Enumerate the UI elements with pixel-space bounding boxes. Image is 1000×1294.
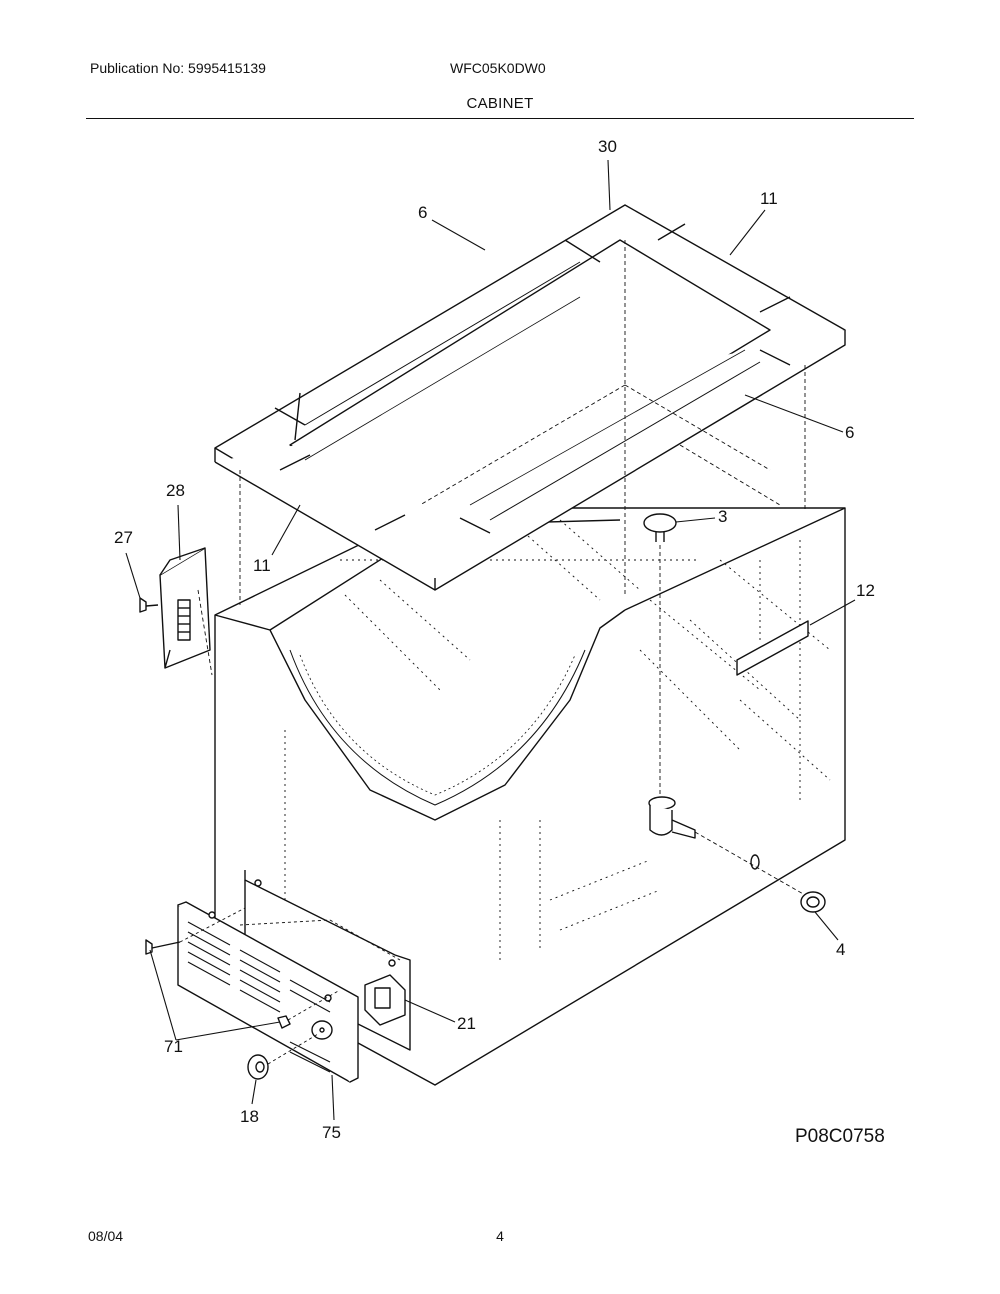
model-number: WFC05K0DW0 <box>450 60 546 76</box>
door-gasket-frame <box>214 204 846 591</box>
gasket-alignment-lines <box>239 240 806 605</box>
callout-6-top: 6 <box>418 203 427 222</box>
relay-21 <box>364 974 406 1026</box>
screws-71 <box>145 907 341 1029</box>
callout-27: 27 <box>114 528 133 547</box>
section-title: CABINET <box>466 95 534 112</box>
cabinet-body <box>214 507 846 1086</box>
leader-lines <box>125 159 856 1121</box>
callout-12: 12 <box>856 581 875 600</box>
callout-71: 71 <box>164 1037 183 1056</box>
cabinet-inner-detail <box>284 519 831 960</box>
drain-tube <box>648 796 806 896</box>
screw-27 <box>139 597 159 613</box>
callout-21: 21 <box>457 1014 476 1033</box>
callout-11-top: 11 <box>760 189 778 208</box>
callout-11-left: 11 <box>253 556 271 575</box>
callout-4: 4 <box>836 940 845 959</box>
callout-30: 30 <box>598 137 617 156</box>
header-rule <box>86 118 914 119</box>
page-number: 4 <box>496 1228 504 1244</box>
callout-3: 3 <box>718 507 727 526</box>
hinge-28 <box>159 547 213 676</box>
callout-6-right: 6 <box>845 423 854 442</box>
drain-cap-4 <box>800 891 826 913</box>
callout-18: 18 <box>240 1107 259 1126</box>
grille-75 <box>177 901 359 1083</box>
rear-access-panel <box>239 870 411 1051</box>
callout-labels: 30 6 11 6 28 27 11 3 12 21 71 18 75 4 P0… <box>114 137 885 1147</box>
publication-number: Publication No: 5995415139 <box>90 60 266 76</box>
diagram-code: P08C0758 <box>795 1126 885 1147</box>
callout-75: 75 <box>322 1123 341 1142</box>
plug-18 <box>247 1033 319 1080</box>
drain-plug-3 <box>643 513 677 800</box>
label-12 <box>736 620 809 676</box>
footer-date: 08/04 <box>88 1228 124 1244</box>
callout-28: 28 <box>166 481 185 500</box>
